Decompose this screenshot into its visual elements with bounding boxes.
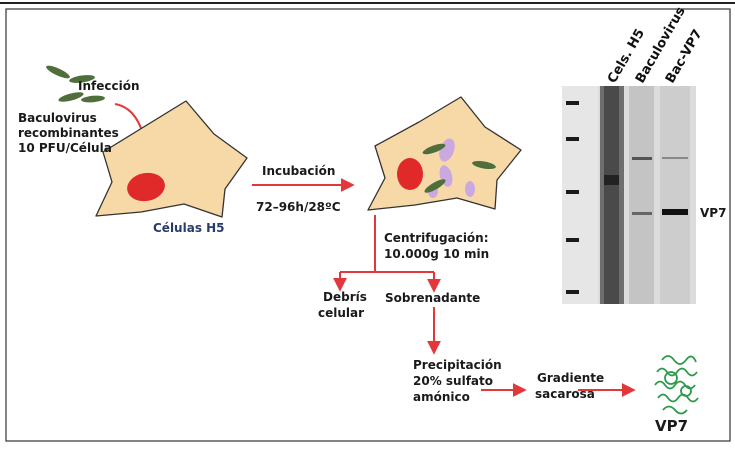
baculovirus-label: Baculovirus — [18, 111, 97, 126]
infection-label: Infección — [78, 79, 140, 94]
gradient-label-1: Gradiente — [537, 371, 604, 386]
vp7-protein-icon — [655, 356, 698, 414]
incubation-conditions: 72–96h/28ºC — [256, 200, 341, 215]
pfu-label: 10 PFU/Célula — [18, 141, 112, 156]
gel-vp7-band-label: VP7 — [700, 206, 726, 221]
precipitation-label-1: Precipitación — [413, 358, 502, 373]
precipitation-label-3: amónico — [413, 390, 470, 405]
debris-label-2: celular — [318, 306, 364, 321]
precipitation-label-2: 20% sulfato — [413, 374, 493, 389]
debris-label-1: Debrís — [323, 290, 367, 305]
incubation-label: Incubación — [262, 164, 335, 179]
h5-cells-label: Células H5 — [153, 221, 225, 236]
centrifugation-label: Centrifugación: — [384, 231, 489, 246]
supernatant-label: Sobrenadante — [385, 291, 480, 306]
cell-2-nucleus — [397, 158, 423, 190]
vp7-final-label: VP7 — [655, 419, 688, 434]
western-blot-gel — [562, 86, 696, 304]
h5-cell-1 — [96, 101, 247, 217]
gradient-label-2: sacarosa — [535, 387, 595, 402]
centrifugation-conditions: 10.000g 10 min — [384, 247, 489, 262]
recombinant-label: recombinantes — [18, 126, 119, 141]
